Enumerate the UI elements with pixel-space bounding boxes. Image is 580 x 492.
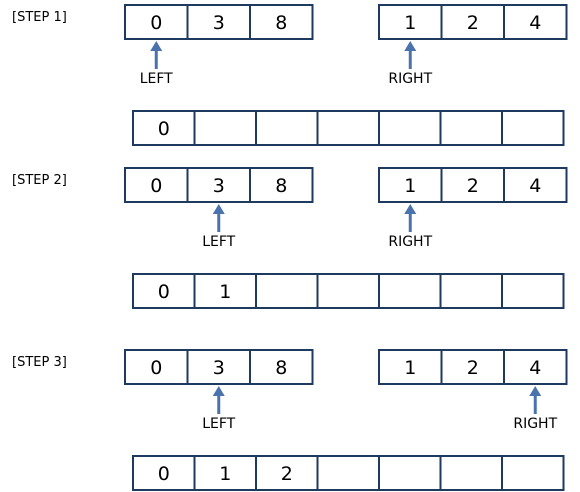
step-2-right-array-cell-2 (503, 167, 568, 203)
step-3-right-array-cell-2 (503, 349, 568, 385)
step-3-result-array-cell-1 (193, 455, 257, 491)
step-3-left-pointer-label: LEFT (202, 416, 235, 432)
step-1-left-array-cell-2 (249, 4, 314, 40)
step-2-left-array-cell-1 (186, 167, 251, 203)
step-3-result-array-cell-3 (316, 455, 380, 491)
step-1-result-array-cell-4 (378, 110, 442, 146)
step-3-result-array-cell-6 (501, 455, 565, 491)
step-1-result-array-cell-6 (501, 110, 565, 146)
step-1-result-array-cell-2 (255, 110, 319, 146)
step-3-result-array-cell-0-value: 0 (158, 463, 170, 485)
step-3-result-array-cell-1-value: 1 (219, 463, 231, 485)
step-2-right-pointer-arrow-head (404, 204, 417, 214)
step-3-left-pointer-arrow-head (212, 386, 225, 396)
step-2-left-array-cell-2 (249, 167, 314, 203)
step-1-result-array-cell-0 (132, 110, 196, 146)
step-3-result-array-cell-4 (378, 455, 442, 491)
step-2-left-array-cell-1-value: 3 (213, 175, 225, 197)
step-2-result-array-cell-4 (378, 273, 442, 309)
step-1-left-pointer-arrow-head (150, 41, 163, 51)
step-2-result-array-cell-0-value: 0 (158, 281, 170, 303)
step-3-label: [STEP 3] (12, 355, 67, 370)
step-3-right-pointer-arrow-head (529, 386, 542, 396)
step-1-left-array-cell-1 (186, 4, 251, 40)
step-2-right-array-cell-2-value: 4 (529, 175, 541, 197)
step-2-left-array-cell-0 (124, 167, 189, 203)
step-1-left-array-cell-0-value: 0 (150, 12, 162, 34)
step-3-left-array-cell-2-value: 8 (275, 357, 287, 379)
step-1-right-array-cell-2-value: 4 (529, 12, 541, 34)
step-3-left-array-cell-1-value: 3 (213, 357, 225, 379)
step-1-left-pointer-label: LEFT (140, 71, 173, 87)
step-2-left-array-cell-0-value: 0 (150, 175, 162, 197)
step-2-right-array-cell-1 (440, 167, 505, 203)
step-2-left-array-cell-2-value: 8 (275, 175, 287, 197)
step-1-left-array-cell-2-value: 8 (275, 12, 287, 34)
step-3-right-array-cell-2-value: 4 (529, 357, 541, 379)
step-2-label: [STEP 2] (12, 173, 67, 188)
step-3-left-array-cell-0-value: 0 (150, 357, 162, 379)
step-2-right-array-cell-1-value: 2 (467, 175, 479, 197)
step-1-result-array-cell-0-value: 0 (158, 118, 170, 140)
step-3-result-array-cell-2 (255, 455, 319, 491)
step-3-right-array-cell-1-value: 2 (467, 357, 479, 379)
step-1-right-array-cell-1 (440, 4, 505, 40)
step-1-right-pointer-arrow-head (404, 41, 417, 51)
step-2-left-pointer-label: LEFT (202, 234, 235, 250)
step-1-result-array-cell-5 (439, 110, 503, 146)
step-3-left-array-cell-2 (249, 349, 314, 385)
step-2-result-array-cell-3 (316, 273, 380, 309)
step-3-right-array-cell-0 (378, 349, 443, 385)
step-1-right-pointer-label: RIGHT (388, 71, 432, 87)
step-1-left-array-cell-0 (124, 4, 189, 40)
step-2-right-array-cell-0 (378, 167, 443, 203)
step-2-result-array-cell-2 (255, 273, 319, 309)
step-2-right-pointer-label: RIGHT (388, 234, 432, 250)
step-3-result-array-cell-5 (439, 455, 503, 491)
step-3-right-array-cell-0-value: 1 (404, 357, 416, 379)
step-2-left-pointer-arrow-head (212, 204, 225, 214)
step-1-right-array-cell-1-value: 2 (467, 12, 479, 34)
step-2-result-array-cell-1-value: 1 (219, 281, 231, 303)
step-2-right-array-cell-0-value: 1 (404, 175, 416, 197)
step-3-right-pointer-label: RIGHT (513, 416, 557, 432)
step-3-result-array-cell-2-value: 2 (281, 463, 293, 485)
step-1-result-array-cell-3 (316, 110, 380, 146)
step-1-label: [STEP 1] (12, 10, 67, 25)
step-1-result-array-cell-1 (193, 110, 257, 146)
step-2-result-array-cell-6 (501, 273, 565, 309)
step-1-right-array-cell-2 (503, 4, 568, 40)
step-2-result-array-cell-5 (439, 273, 503, 309)
step-1-left-array-cell-1-value: 3 (213, 12, 225, 34)
step-1-right-array-cell-0-value: 1 (404, 12, 416, 34)
